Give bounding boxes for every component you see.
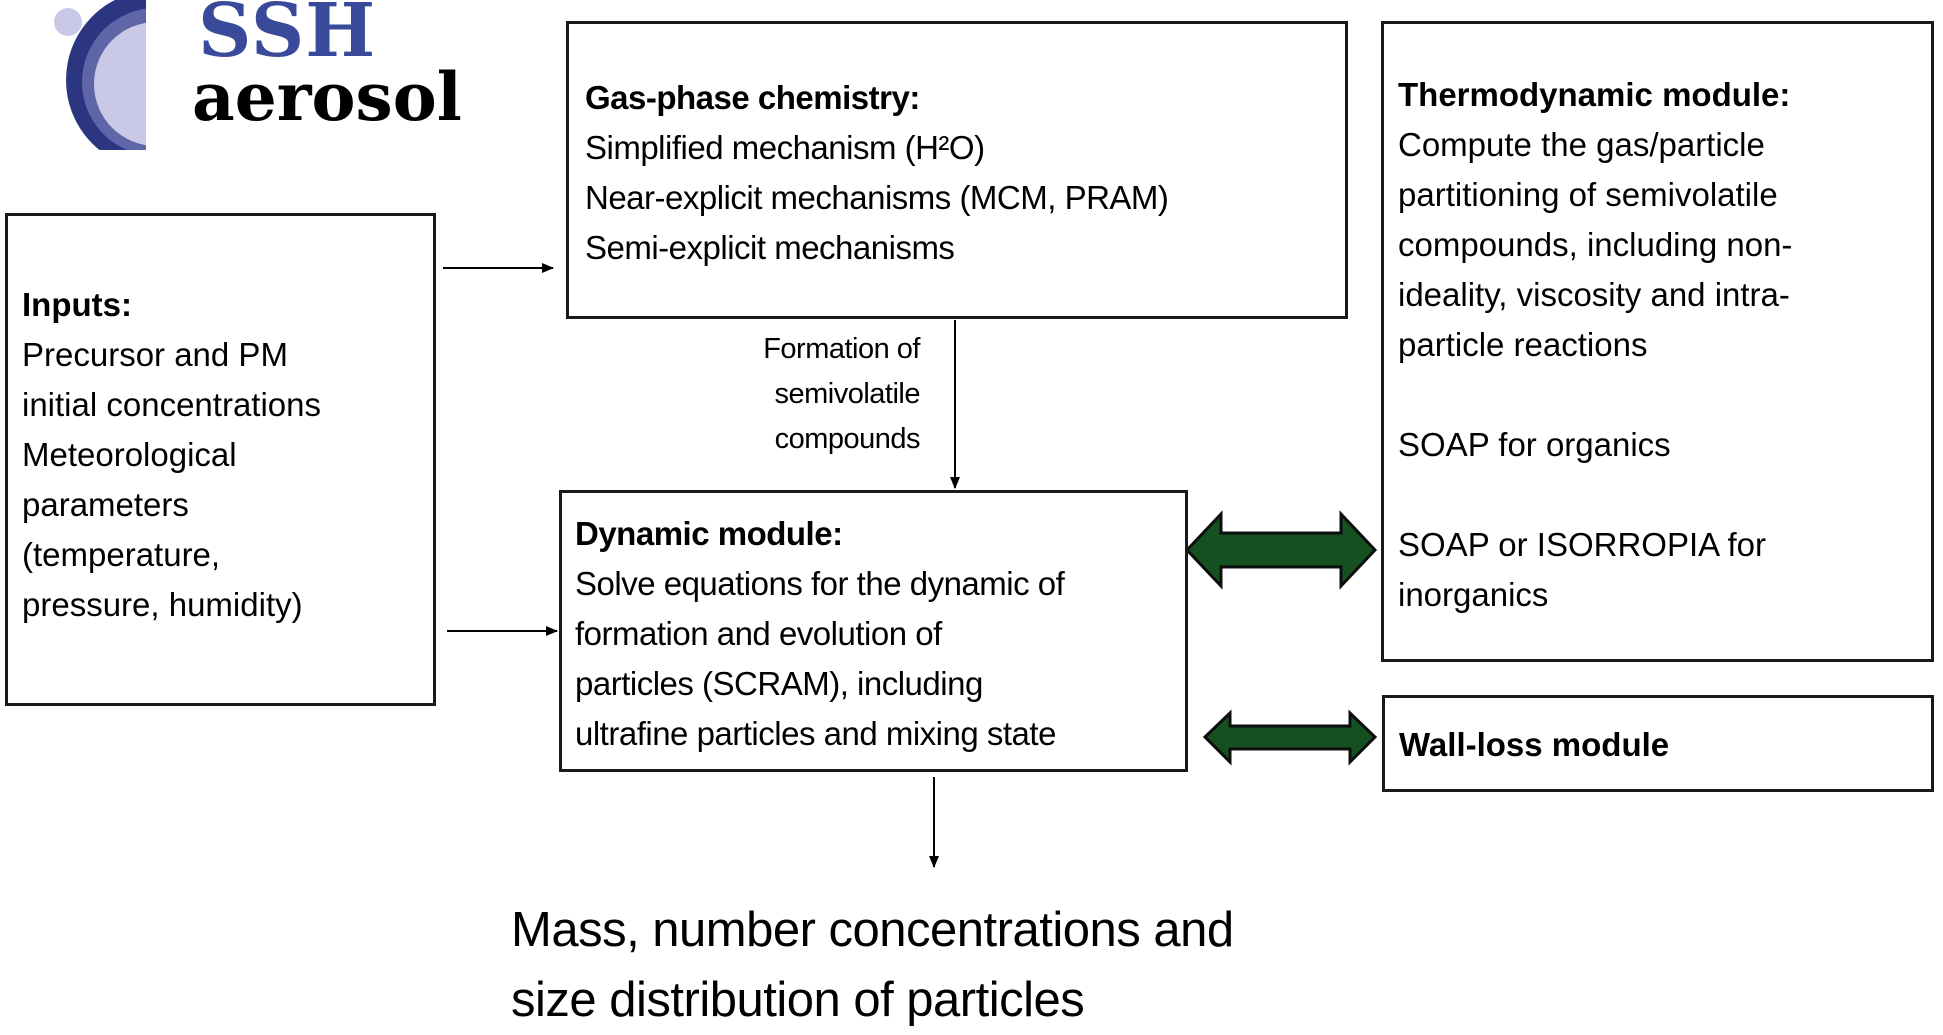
thermodynamic-spacer xyxy=(1398,370,1792,420)
thermodynamic-line: compounds, including non- xyxy=(1398,226,1793,263)
thermodynamic-line: SOAP or ISORROPIA for xyxy=(1398,526,1767,563)
inputs-content: Inputs: Precursor and PM initial concent… xyxy=(22,280,321,630)
double-arrow-dynamic-wall-icon xyxy=(1202,709,1378,766)
dynamic-module-line: particles (SCRAM), including xyxy=(575,665,983,702)
inputs-title: Inputs: xyxy=(22,286,132,323)
thermodynamic-line: SOAP for organics xyxy=(1398,426,1671,463)
dynamic-module-line: formation and evolution of xyxy=(575,615,942,652)
gas-phase-line: Near-explicit mechanisms (MCM, PRAM) xyxy=(585,179,1169,216)
gas-phase-line: Simplified mechanism (H²O) xyxy=(585,129,985,166)
dynamic-module-line: Solve equations for the dynamic of xyxy=(575,565,1065,602)
thermodynamic-line: particle reactions xyxy=(1398,326,1648,363)
logo-rings-icon xyxy=(54,0,146,150)
output-line: size distribution of particles xyxy=(511,973,1085,1027)
thermodynamic-line: ideality, viscosity and intra- xyxy=(1398,276,1790,313)
thermodynamic-module-content: Thermodynamic module: Compute the gas/pa… xyxy=(1398,70,1792,620)
dynamic-module-title: Dynamic module: xyxy=(575,515,843,552)
double-arrow-dynamic-thermo-icon xyxy=(1184,510,1378,590)
formation-label-line: semivolatile xyxy=(774,378,921,410)
thermodynamic-module-title: Thermodynamic module: xyxy=(1398,76,1791,113)
inputs-line: parameters xyxy=(22,486,189,523)
thermodynamic-line: Compute the gas/particle xyxy=(1398,126,1765,163)
wall-loss-module-box: Wall-loss module xyxy=(1382,695,1934,792)
inputs-line: initial concentrations xyxy=(22,386,321,423)
formation-label-line: Formation of xyxy=(763,333,920,365)
thermodynamic-spacer xyxy=(1398,470,1792,520)
gas-phase-content: Gas-phase chemistry: Simplified mechanis… xyxy=(585,73,1169,273)
inputs-line: Precursor and PM xyxy=(22,336,288,373)
gas-phase-chemistry-box: Gas-phase chemistry: Simplified mechanis… xyxy=(566,21,1348,319)
output-line: Mass, number concentrations and xyxy=(511,903,1234,957)
inputs-box: Inputs: Precursor and PM initial concent… xyxy=(5,213,436,706)
thermodynamic-line: partitioning of semivolatile xyxy=(1398,176,1778,213)
wall-loss-module-title: Wall-loss module xyxy=(1399,726,1670,763)
dynamic-module-box: Dynamic module: Solve equations for the … xyxy=(559,490,1188,772)
ssh-aerosol-logo: SSH aerosol xyxy=(50,0,462,150)
gas-phase-title: Gas-phase chemistry: xyxy=(585,79,920,116)
formation-label-line: compounds xyxy=(774,423,921,455)
logo-text-aerosol: aerosol xyxy=(192,58,462,136)
thermodynamic-line: inorganics xyxy=(1398,576,1549,613)
gas-phase-line: Semi-explicit mechanisms xyxy=(585,229,955,266)
logo-inner-disc xyxy=(94,22,146,146)
logo-small-dot xyxy=(54,8,82,36)
dynamic-module-content: Dynamic module: Solve equations for the … xyxy=(575,509,1065,759)
dynamic-module-line: ultrafine particles and mixing state xyxy=(575,715,1056,752)
inputs-line: pressure, humidity) xyxy=(22,586,303,623)
logo-text-ssh: SSH xyxy=(198,0,377,74)
thermodynamic-module-box: Thermodynamic module: Compute the gas/pa… xyxy=(1381,21,1934,662)
inputs-line: Meteorological xyxy=(22,436,237,473)
output-description: Mass, number concentrations and size dis… xyxy=(511,895,1234,1035)
inputs-line: (temperature, xyxy=(22,536,221,573)
formation-label: Formation of semivolatile compounds xyxy=(690,327,920,462)
